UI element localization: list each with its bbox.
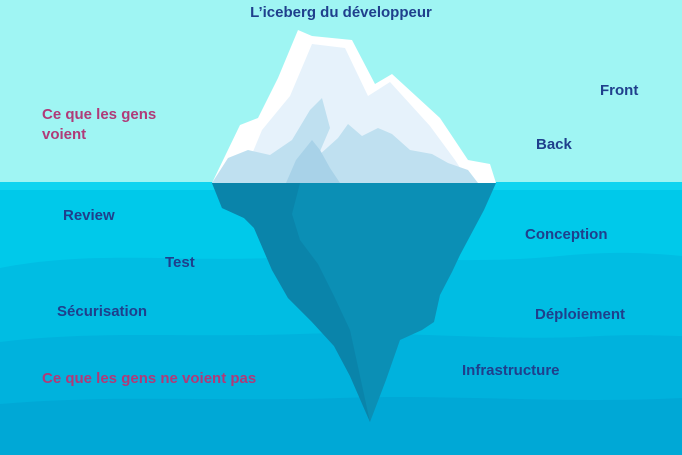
label-securisation: Sécurisation bbox=[57, 303, 148, 320]
iceberg-tip-shadow-2 bbox=[286, 140, 340, 183]
iceberg-underwater-shade bbox=[212, 183, 370, 422]
label-back: Back bbox=[536, 136, 572, 153]
diagram-title: L’iceberg du développeur bbox=[250, 4, 432, 21]
label-deploiement: Déploiement bbox=[535, 306, 626, 323]
label-review: Review bbox=[63, 207, 115, 224]
above-water-caption: Ce que les gens voient bbox=[42, 106, 157, 143]
below-water-caption: Ce que les gens ne voient pas bbox=[42, 370, 257, 387]
label-front: Front bbox=[600, 82, 639, 99]
label-infrastructure: Infrastructure bbox=[462, 362, 560, 379]
water-wave-3 bbox=[0, 397, 682, 455]
iceberg-tip-shadow bbox=[212, 98, 478, 183]
label-test: Test bbox=[165, 254, 195, 271]
label-conception: Conception bbox=[525, 226, 608, 243]
